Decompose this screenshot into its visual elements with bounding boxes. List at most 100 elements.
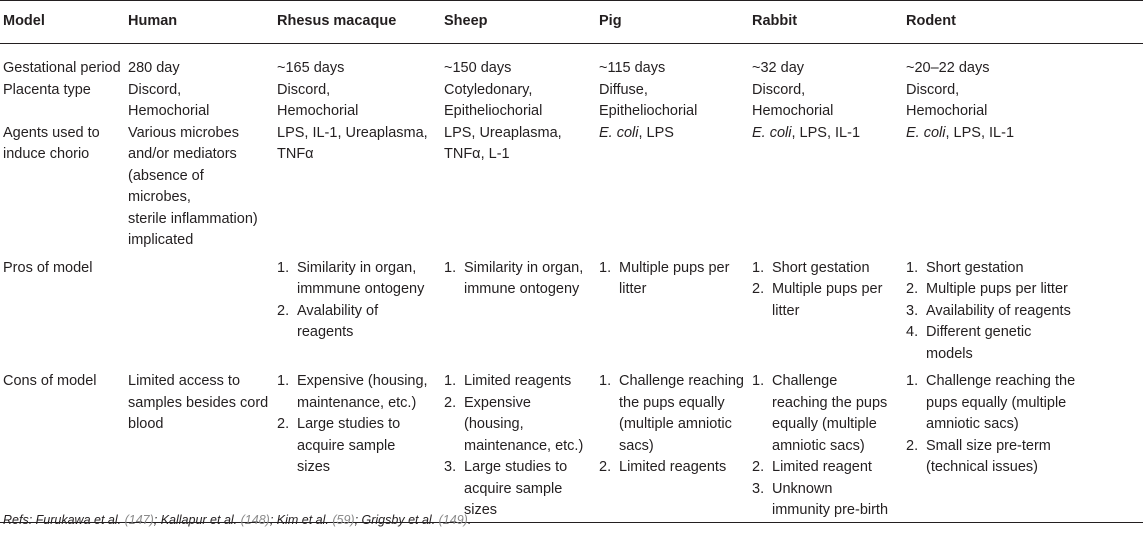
row-label-placenta: Placenta type (3, 81, 91, 98)
list-item-number: 1. (906, 373, 919, 389)
line: TNFα (277, 146, 314, 162)
cell-gest-rodent: ~20–22 days (906, 60, 990, 76)
list-item-line: immmune ontogeny (297, 281, 425, 297)
line: Epitheliochorial (599, 103, 698, 119)
footnote-text: Refs: Furukawa et al. (3, 513, 125, 527)
numbered-list: 1.Similarity in organ,immune ontogeny (444, 258, 592, 301)
list-item-number: 2. (277, 302, 290, 319)
line: Agents used to (3, 124, 100, 141)
table-row-gestational: Gestational period 280 day ~165 days ~15… (0, 44, 1143, 80)
list-item: 2.Limited reagents (599, 457, 745, 479)
list-item-line: sizes (464, 502, 498, 518)
list-item: 2.Expensive (housing,maintenance, etc.) (444, 393, 592, 458)
citation-link[interactable]: (147) (124, 513, 154, 527)
list-item-number: 1. (444, 373, 457, 389)
list-item-line: Short gestation (772, 259, 870, 276)
cell-gest-sheep: ~150 days (444, 60, 512, 76)
cell-gest-pig: ~115 days (599, 60, 666, 76)
line: LPS, Ureaplasma, (444, 124, 562, 141)
list-item-number: 3. (752, 480, 765, 497)
line: Hemochorial (752, 103, 834, 119)
list-item-number: 1. (277, 259, 290, 276)
citation-link[interactable]: (149) (438, 513, 468, 527)
list-item-line: Similarity in organ, (464, 259, 584, 276)
list-item-line: models (926, 345, 973, 362)
header-human: Human (125, 0, 274, 44)
cell-plac-pig: Diffuse, Epitheliochorial (596, 80, 749, 123)
footnote-text: ; Kallapur et al. (153, 513, 241, 527)
citation-link[interactable]: (148) (240, 513, 270, 527)
cell-gest-human: 280 day (128, 60, 180, 76)
line: Discord, (906, 81, 960, 98)
list-item-line: Multiple pups per litter (926, 281, 1068, 297)
citation-link[interactable]: (59) (332, 513, 355, 527)
footnote-text: ; Grigsby et al. (354, 513, 439, 527)
list-item-line: Large studies to (464, 459, 568, 475)
list-item: 1.Limited reagents (444, 371, 592, 393)
cell-plac-rhesus: Discord,Hemochorial (274, 80, 441, 123)
list-item-line: Short gestation (926, 259, 1024, 276)
cell-pros-sheep: 1.Similarity in organ,immune ontogeny (441, 252, 596, 366)
list-item: 1.Similarity in organ,immmune ontogeny (277, 258, 437, 301)
line: sterile inflammation) (128, 210, 258, 227)
list-item: 3. Availability of reagents (906, 301, 1139, 323)
cell-plac-sheep: Cotyledonary,Epitheliochorial (441, 80, 596, 123)
cell-gest-rhesus: ~165 days (277, 60, 345, 76)
table-row-pros: Pros of model 1.Similarity in organ,immm… (0, 252, 1143, 366)
list-item-line: Large studies to (297, 416, 401, 432)
list-item: 3. Large studies to acquire sample sizes (444, 457, 592, 522)
list-item-number: 2. (752, 281, 765, 297)
list-item-line: sacs) (619, 437, 654, 454)
list-item-line: acquire sample (464, 480, 563, 497)
header-sheep: Sheep (441, 0, 596, 44)
line: Hemochorial (906, 103, 988, 119)
line: Limited access to (128, 373, 241, 389)
list-item-line: reaching the pups (772, 394, 888, 411)
list-item-number: 3. (906, 302, 919, 319)
list-item-number: 1. (906, 259, 919, 276)
cell-agents-rodent: E. coli, LPS, IL-1 (903, 123, 1143, 252)
model-comparison-table: Model Human Rhesus macaque Sheep Pig Rab… (0, 0, 1143, 523)
list-item-number: 1. (277, 373, 290, 389)
list-item: 1.Similarity in organ,immune ontogeny (444, 258, 592, 301)
list-item-line: amniotic sacs) (926, 416, 1019, 432)
list-item-line: Expensive (housing, (464, 394, 531, 433)
cell-agents-sheep: LPS, Ureaplasma,TNFα, L-1 (441, 123, 596, 252)
footnote-text: ; Kim et al. (269, 513, 333, 527)
cell-plac-rodent: Discord, Hemochorial (903, 80, 1143, 123)
row-label-gestational: Gestational period (3, 60, 121, 76)
line: induce chorio (3, 146, 90, 162)
table-row-placenta: Placenta type Discord, Hemochorial Discor… (0, 80, 1143, 123)
list-item-line: Availability of reagents (926, 302, 1071, 319)
row-label-agents: Agents used to induce chorio (0, 123, 125, 252)
header-row: Model Human Rhesus macaque Sheep Pig Rab… (0, 0, 1143, 44)
line: Discord, (128, 81, 182, 98)
line: Diffuse, (599, 81, 648, 98)
list-item-line: Challenge (772, 373, 838, 389)
list-item-line: immune ontogeny (464, 281, 580, 297)
line: implicated (128, 232, 194, 248)
numbered-list: 1.Expensive (housing,maintenance, etc.)2… (277, 371, 437, 479)
list-item-line: pups equally (multiple (926, 394, 1067, 411)
header-model: Model (0, 0, 125, 44)
cell-plac-human: Discord,Hemochorial (125, 80, 274, 123)
list-item-number: 3. (444, 459, 457, 475)
